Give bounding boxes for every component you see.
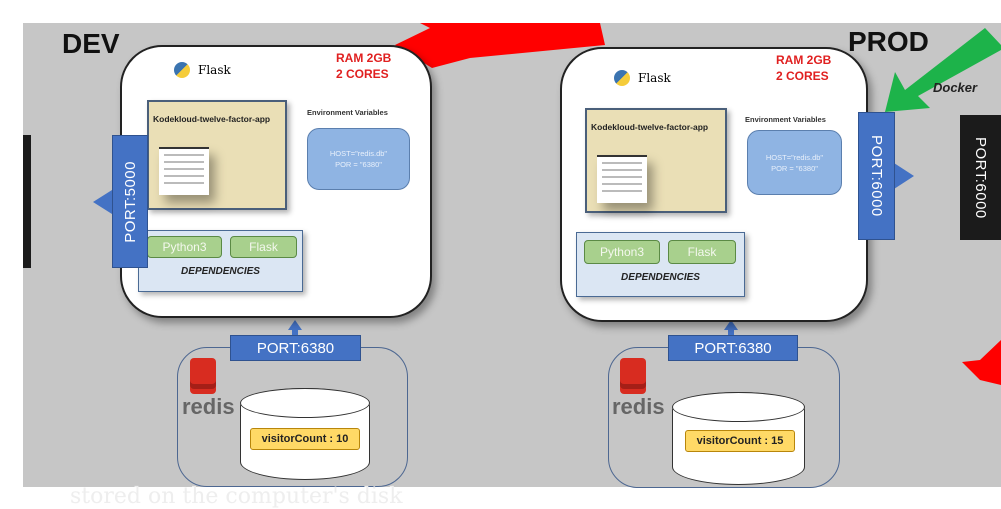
arrow-left-dev-icon bbox=[93, 190, 112, 214]
app-screenshot bbox=[597, 155, 647, 203]
dev-app-port: PORT:5000 bbox=[112, 135, 148, 268]
prod-redis-logo: redis bbox=[612, 358, 665, 420]
dev-redis-port: PORT:6380 bbox=[230, 335, 361, 361]
dep-flask: Flask bbox=[230, 236, 297, 258]
env-vars-label: Environment Variables bbox=[745, 115, 826, 124]
prod-resources: RAM 2GB 2 CORES bbox=[776, 52, 831, 84]
ram-label: RAM 2GB bbox=[776, 53, 832, 67]
env-port: POR = "6380" bbox=[335, 160, 382, 169]
dev-visitor-count: visitorCount : 10 bbox=[250, 428, 360, 450]
cores-label: 2 CORES bbox=[336, 67, 389, 81]
dep-python3: Python3 bbox=[147, 236, 222, 258]
dependencies-label: DEPENDENCIES bbox=[621, 272, 700, 283]
redis-cube-icon bbox=[620, 358, 646, 384]
redis-cube-icon bbox=[190, 358, 216, 384]
env-vars-box: HOST="redis.db"POR = "6380" bbox=[747, 130, 842, 195]
env-host: HOST="redis.db" bbox=[329, 149, 388, 158]
python-logo-icon bbox=[174, 62, 190, 78]
app-screenshot bbox=[159, 147, 209, 195]
cylinder-top bbox=[672, 392, 805, 422]
prod-visitor-count: visitorCount : 15 bbox=[685, 430, 795, 452]
green-arrow-icon bbox=[885, 28, 1001, 112]
prod-app-box: Kodekloud-twelve-factor-app bbox=[585, 108, 727, 213]
prod-app-port: PORT:6000 bbox=[858, 112, 895, 240]
env-vars-label: Environment Variables bbox=[307, 108, 388, 117]
cores-label: 2 CORES bbox=[776, 69, 829, 83]
dev-logos: Flask bbox=[170, 60, 235, 80]
env-port: POR = "6380" bbox=[771, 163, 818, 173]
left-edge-bar bbox=[23, 135, 31, 268]
app-title: Kodekloud-twelve-factor-app bbox=[591, 122, 709, 132]
flask-logo: Flask bbox=[638, 71, 671, 85]
dev-app-box: Kodekloud-twelve-factor-app bbox=[147, 100, 287, 210]
dependencies-label: DEPENDENCIES bbox=[181, 266, 260, 277]
dev-label: DEV bbox=[62, 28, 120, 59]
port-label: PORT:6000 bbox=[868, 135, 885, 217]
env-vars-box: HOST="redis.db" POR = "6380" bbox=[307, 128, 410, 190]
cylinder-top bbox=[240, 388, 370, 418]
redis-wordmark: redis bbox=[182, 394, 235, 419]
dev-resources: RAM 2GB 2 CORES bbox=[336, 50, 391, 82]
python-logo-icon bbox=[614, 70, 630, 86]
flask-logo: Flask bbox=[198, 63, 231, 77]
caption-bottom: stored on the computer's disk bbox=[70, 484, 403, 509]
redis-wordmark: redis bbox=[612, 394, 665, 419]
dep-python3: Python3 bbox=[584, 240, 660, 264]
prod-label: PROD bbox=[848, 26, 929, 57]
app-title: Kodekloud-twelve-factor-app bbox=[153, 114, 271, 124]
prod-logos: Flask bbox=[610, 68, 675, 88]
port-label: PORT:5000 bbox=[121, 160, 139, 243]
external-port-bar: PORT:6000 bbox=[960, 115, 1001, 240]
red-arrow-icon bbox=[395, 23, 605, 68]
env-host: HOST="redis.db" bbox=[765, 152, 824, 162]
dep-flask: Flask bbox=[668, 240, 736, 264]
external-port-label: PORT:6000 bbox=[972, 136, 989, 219]
red-arrow-right-icon bbox=[962, 340, 1001, 385]
prod-redis-port: PORT:6380 bbox=[668, 335, 798, 361]
docker-label: Docker bbox=[933, 80, 978, 95]
arrow-right-prod-icon bbox=[894, 163, 914, 189]
ram-label: RAM 2GB bbox=[336, 51, 392, 65]
dev-redis-logo: redis bbox=[182, 358, 235, 420]
